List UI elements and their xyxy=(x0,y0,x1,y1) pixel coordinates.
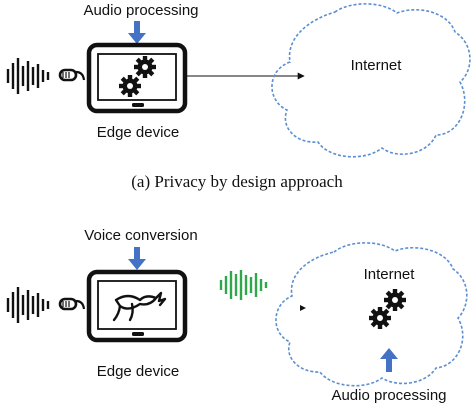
blue-down-arrow-icon xyxy=(128,247,146,270)
gears-icon xyxy=(119,56,156,97)
panel-a-top-label: Audio processing xyxy=(83,2,198,19)
panel-a: Audio processing xyxy=(6,2,471,191)
cloud-icon xyxy=(271,3,471,158)
cloud-icon xyxy=(275,242,468,387)
tablet-icon xyxy=(86,42,188,114)
microphone-icon xyxy=(58,68,86,82)
sound-wave-icon xyxy=(6,58,50,94)
panel-b-device-label: Edge device xyxy=(97,363,180,380)
mask-icon xyxy=(112,291,167,322)
blue-down-arrow-icon xyxy=(128,21,146,44)
panel-b-cloud-bottom-label: Audio processing xyxy=(331,387,446,404)
panel-a-device-label: Edge device xyxy=(97,124,180,141)
panel-a-caption: (a) Privacy by design approach xyxy=(131,172,343,191)
panel-b-top-label: Voice conversion xyxy=(84,227,197,244)
panel-b: Voice conversion xyxy=(6,227,468,404)
sound-wave-icon xyxy=(6,287,50,323)
converted-wave-icon xyxy=(219,270,268,300)
panel-a-cloud-label: Internet xyxy=(351,57,403,74)
blue-up-arrow-icon xyxy=(380,348,398,372)
microphone-icon xyxy=(58,297,86,311)
gears-icon xyxy=(369,289,406,329)
connection-tick xyxy=(300,305,306,311)
panel-b-cloud-label: Internet xyxy=(364,266,416,283)
tablet-icon xyxy=(86,269,188,343)
